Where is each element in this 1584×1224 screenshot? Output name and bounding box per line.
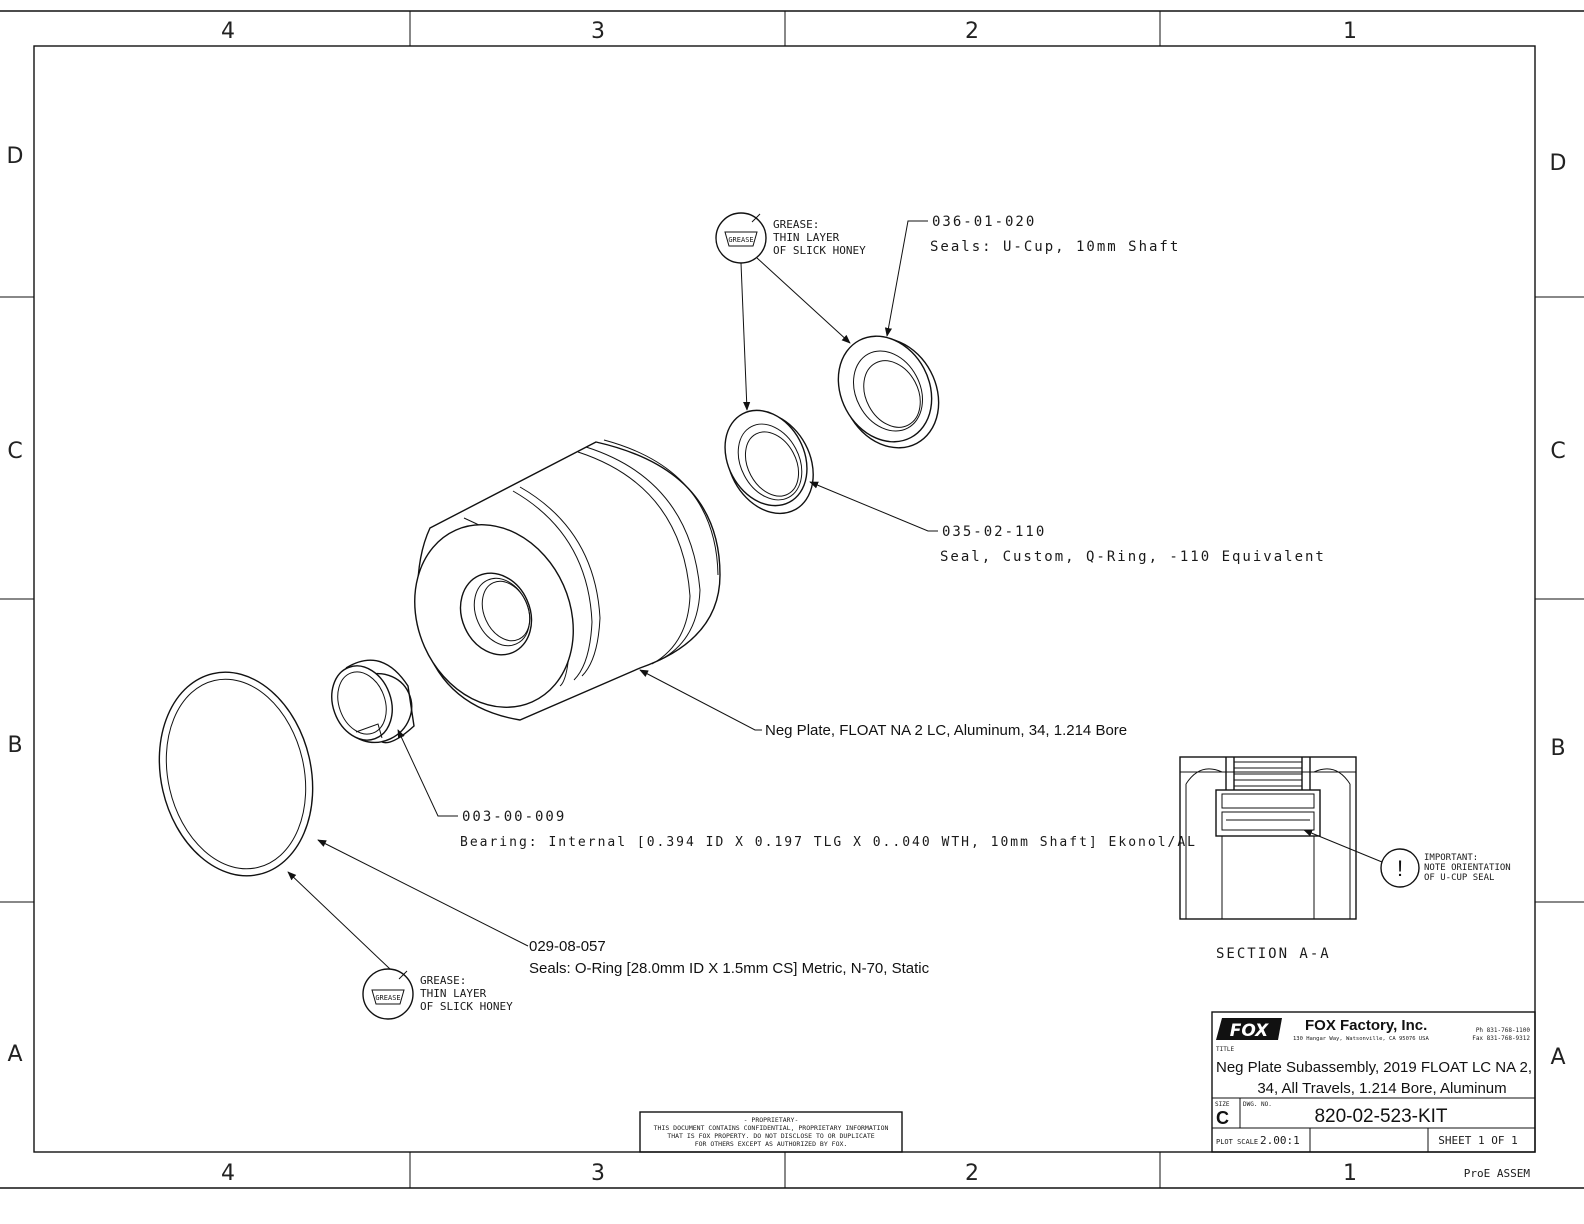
zone-col-4-bottom: 4 <box>221 1161 235 1186</box>
ucup-part <box>837 335 940 449</box>
proprietary-line3: THAT IS FOX PROPERTY. DO NOT DISCLOSE TO… <box>667 1132 874 1140</box>
grease-bottom-line3: OF SLICK HONEY <box>420 1000 513 1013</box>
neg-plate-part <box>414 439 721 721</box>
oring-part <box>158 671 314 877</box>
negplate-description: Neg Plate, FLOAT NA 2 LC, Aluminum, 34, … <box>765 722 1127 739</box>
qring-description: Seal, Custom, Q-Ring, -110 Equivalent <box>940 549 1326 565</box>
zone-row-d-left: D <box>7 144 24 169</box>
grease-badge-text-top: GREASE <box>728 236 753 244</box>
plot-scale-value: 2.00:1 <box>1260 1134 1300 1147</box>
zone-row-d-right: D <box>1550 151 1567 176</box>
zone-col-2-top: 2 <box>965 19 979 44</box>
zone-row-a-left: A <box>7 1042 22 1067</box>
qring-callout: 035-02-110 Seal, Custom, Q-Ring, -110 Eq… <box>809 481 1326 565</box>
negplate-callout: Neg Plate, FLOAT NA 2 LC, Aluminum, 34, … <box>639 669 1127 739</box>
important-line2: NOTE ORIENTATION <box>1424 863 1511 873</box>
section-a-a-view: SECTION A-A <box>1179 756 1357 962</box>
company-name: FOX Factory, Inc. <box>1305 1017 1427 1034</box>
fox-logo: FOX <box>1216 1018 1282 1041</box>
zone-col-3-bottom: 3 <box>591 1161 605 1186</box>
zone-col-4-top: 4 <box>221 19 235 44</box>
important-line3: OF U-CUP SEAL <box>1424 873 1494 883</box>
proprietary-line2: THIS DOCUMENT CONTAINS CONFIDENTIAL, PRO… <box>654 1124 889 1132</box>
ucup-description: Seals: U-Cup, 10mm Shaft <box>930 239 1180 255</box>
grease-callout-top: GREASE GREASE: THIN LAYER OF SLICK HONEY <box>715 212 866 411</box>
zone-row-c-right: C <box>1550 439 1565 464</box>
plot-scale-label: PLOT SCALE <box>1216 1138 1258 1146</box>
drawing-number: 820-02-523-KIT <box>1314 1106 1447 1127</box>
zone-col-1-bottom: 1 <box>1343 1161 1357 1186</box>
zone-row-b-right: B <box>1550 736 1565 761</box>
zone-row-c-left: C <box>7 439 22 464</box>
important-note-callout: ! IMPORTANT: NOTE ORIENTATION OF U-CUP S… <box>1303 829 1511 888</box>
bearing-callout: 003-00-009 Bearing: Internal [0.394 ID X… <box>397 729 1197 850</box>
company-address: 130 Hangar Way, Watsonville, CA 95076 US… <box>1293 1036 1429 1042</box>
zone-row-b-left: B <box>7 733 22 758</box>
qring-part-number: 035-02-110 <box>942 524 1046 540</box>
zone-col-1-top: 1 <box>1343 19 1357 44</box>
zone-labels: 4 3 2 1 4 3 2 1 D C B A D C B A <box>7 19 1567 1186</box>
grease-callout-bottom: GREASE GREASE: THIN LAYER OF SLICK HONEY <box>287 871 513 1020</box>
grease-bottom-line1: GREASE: <box>420 974 466 987</box>
important-line1: IMPORTANT: <box>1424 853 1478 863</box>
fox-logo-text: FOX <box>1230 1021 1269 1041</box>
company-phone: Ph 831-768-1100 <box>1476 1027 1531 1034</box>
proprietary-line1: - PROPRIETARY- <box>744 1116 799 1124</box>
dwg-no-label: DWG. NO. <box>1243 1101 1272 1108</box>
grease-top-line1: GREASE: <box>773 218 819 231</box>
oring-part-number: 029-08-057 <box>529 938 606 955</box>
footer-proe-assem: ProE ASSEM <box>1464 1167 1531 1180</box>
important-icon: ! <box>1397 856 1403 881</box>
grease-top-line2: THIN LAYER <box>773 231 840 244</box>
section-label: SECTION A-A <box>1216 946 1331 962</box>
ucup-part-number: 036-01-020 <box>932 214 1036 230</box>
zone-col-2-bottom: 2 <box>965 1161 979 1186</box>
bearing-part-number: 003-00-009 <box>462 809 566 825</box>
drawing-size: C <box>1216 1108 1229 1128</box>
grease-top-line3: OF SLICK HONEY <box>773 244 866 257</box>
zone-col-3-top: 3 <box>591 19 605 44</box>
drawing-title-line1: Neg Plate Subassembly, 2019 FLOAT LC NA … <box>1216 1059 1532 1076</box>
grease-badge-text-bottom: GREASE <box>375 994 400 1002</box>
title-label: TITLE <box>1216 1046 1234 1053</box>
proprietary-notice: - PROPRIETARY- THIS DOCUMENT CONTAINS CO… <box>639 1111 903 1153</box>
oring-callout: 029-08-057 Seals: O-Ring [28.0mm ID X 1.… <box>317 839 930 977</box>
bearing-description: Bearing: Internal [0.394 ID X 0.197 TLG … <box>460 835 1197 850</box>
title-block: FOX FOX Factory, Inc. 130 Hangar Way, Wa… <box>1211 1011 1536 1153</box>
drawing-title-line2: 34, All Travels, 1.214 Bore, Aluminum <box>1257 1080 1506 1097</box>
ucup-callout: 036-01-020 Seals: U-Cup, 10mm Shaft <box>884 214 1180 337</box>
sheet-number: SHEET 1 OF 1 <box>1438 1134 1517 1147</box>
company-fax: Fax 831-768-9312 <box>1472 1035 1530 1042</box>
zone-row-a-right: A <box>1550 1045 1565 1070</box>
oring-description: Seals: O-Ring [28.0mm ID X 1.5mm CS] Met… <box>529 960 930 977</box>
bearing-part <box>331 659 415 744</box>
proprietary-line4: FOR OTHERS EXCEPT AS AUTHORIZED BY FOX. <box>695 1140 848 1148</box>
size-label: SIZE <box>1215 1101 1230 1108</box>
grease-bottom-line2: THIN LAYER <box>420 987 487 1000</box>
qring-part <box>724 409 814 515</box>
